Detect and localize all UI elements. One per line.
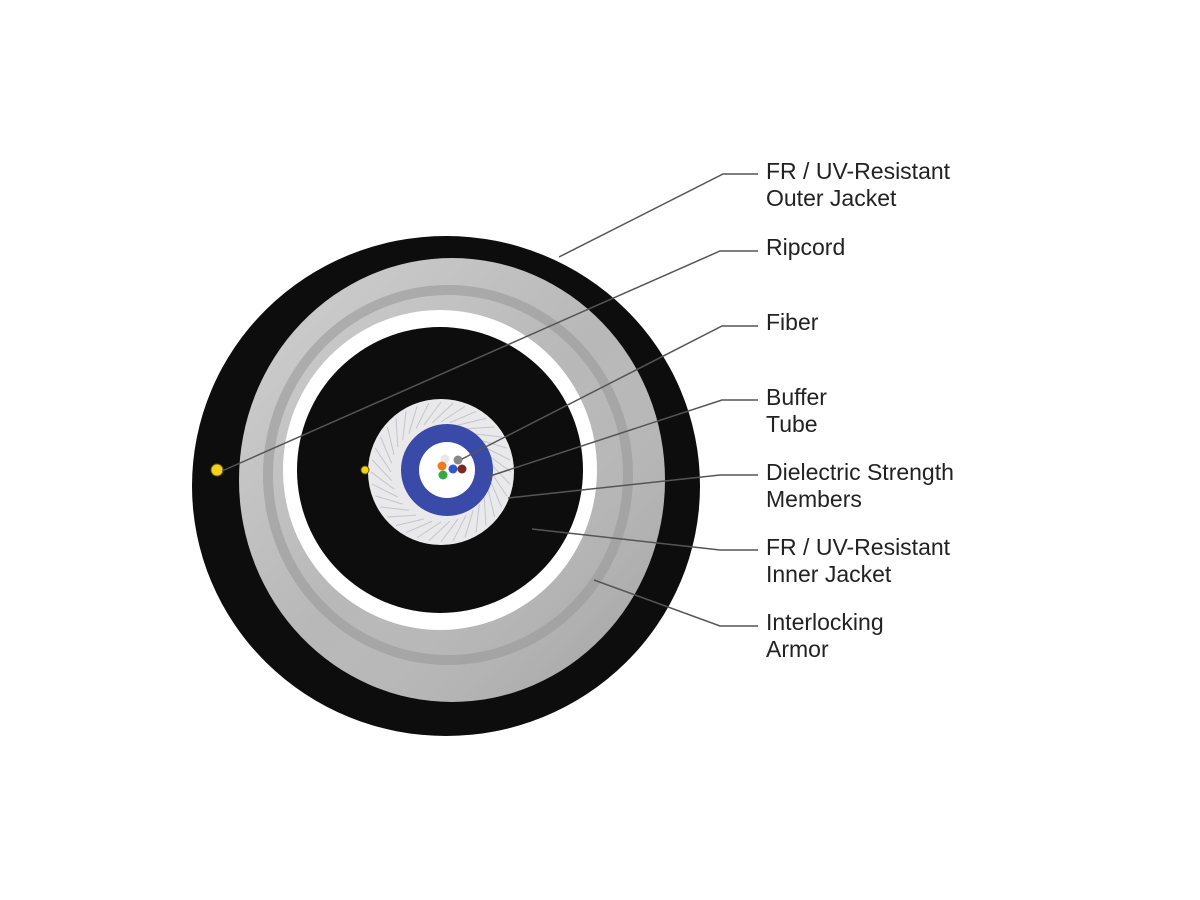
strength-strand bbox=[405, 520, 433, 534]
label-dielectric-strength-members: Dielectric Strength Members bbox=[766, 459, 954, 513]
strength-strand bbox=[371, 459, 393, 482]
strength-strand bbox=[395, 418, 399, 448]
strength-strand bbox=[490, 471, 508, 497]
label-interlocking-armor-line2: Armor bbox=[766, 636, 829, 662]
strength-strand bbox=[395, 518, 425, 527]
fiber-strand bbox=[448, 464, 458, 474]
label-fiber-line1: Fiber bbox=[766, 309, 819, 335]
strength-strand bbox=[440, 518, 459, 543]
fiber-strand bbox=[457, 464, 467, 474]
strength-strand bbox=[415, 402, 430, 429]
label-buffer-tube-line2: Tube bbox=[766, 411, 818, 437]
strength-strand bbox=[402, 411, 407, 440]
ripcord-inner-shape bbox=[360, 465, 370, 475]
strength-strand bbox=[374, 447, 392, 473]
strength-strand bbox=[465, 426, 495, 430]
label-inner-jacket-line1: FR / UV-Resistant bbox=[766, 534, 951, 560]
label-dielectric-strength-members-line2: Members bbox=[766, 486, 862, 512]
fiber-strand bbox=[438, 470, 448, 480]
fiber-strand bbox=[437, 461, 447, 471]
strength-strand bbox=[487, 488, 496, 518]
strength-strand bbox=[386, 426, 395, 456]
strength-strand bbox=[380, 506, 409, 511]
strength-member-strands bbox=[370, 401, 512, 543]
label-outer-jacket: FR / UV-Resistant Outer Jacket bbox=[766, 158, 950, 212]
strength-strand bbox=[371, 483, 398, 498]
strength-strand bbox=[379, 436, 393, 464]
leader-line-inner-jacket bbox=[531, 528, 758, 551]
leader-line-buffer-tube bbox=[486, 399, 758, 478]
strength-strand bbox=[423, 401, 442, 426]
strength-strand bbox=[440, 405, 466, 423]
fiber-strand bbox=[440, 454, 450, 464]
leader-line-dielectric-strength-members bbox=[507, 474, 758, 499]
strength-strand bbox=[452, 515, 467, 542]
label-inner-jacket-line2: Inner Jacket bbox=[766, 561, 892, 587]
leader-line-ripcord bbox=[221, 250, 758, 472]
label-outer-jacket-line1: FR / UV-Resistant bbox=[766, 158, 951, 184]
label-buffer-tube: Buffer Tube bbox=[766, 384, 827, 438]
ripcord-outer-shape bbox=[210, 463, 224, 477]
label-interlocking-armor-line1: Interlocking bbox=[766, 609, 884, 635]
strength-strand bbox=[484, 446, 511, 461]
strength-strand bbox=[428, 520, 451, 542]
strength-strand bbox=[449, 410, 477, 424]
strength-strand bbox=[431, 402, 454, 424]
fiber-bundle bbox=[437, 454, 467, 480]
label-buffer-tube-line1: Buffer bbox=[766, 384, 827, 410]
label-ripcord: Ripcord bbox=[766, 234, 845, 261]
strength-strand bbox=[489, 462, 511, 485]
strength-strand bbox=[408, 406, 418, 434]
strength-strand bbox=[479, 439, 507, 449]
strength-strand bbox=[457, 417, 487, 426]
label-interlocking-armor: Interlocking Armor bbox=[766, 609, 884, 663]
label-outer-jacket-line2: Outer Jacket bbox=[766, 185, 897, 211]
strength-strand bbox=[387, 514, 417, 518]
strength-strand bbox=[473, 433, 502, 438]
strength-strand bbox=[489, 480, 503, 508]
strength-strand bbox=[483, 496, 487, 526]
armor-inner-ring bbox=[263, 285, 633, 665]
label-ripcord-line1: Ripcord bbox=[766, 234, 846, 260]
buffer-tube-core bbox=[419, 442, 475, 498]
leader-line-outer-jacket bbox=[558, 173, 758, 258]
strength-strand bbox=[375, 495, 403, 505]
leader-line-interlocking-armor bbox=[593, 579, 758, 627]
strength-strand bbox=[370, 471, 395, 490]
strength-strand bbox=[464, 510, 474, 538]
leader-line-fiber bbox=[461, 325, 758, 460]
strength-strand bbox=[487, 454, 512, 473]
label-fiber: Fiber bbox=[766, 309, 818, 336]
strength-strand bbox=[416, 521, 442, 539]
label-inner-jacket: FR / UV-Resistant Inner Jacket bbox=[766, 534, 950, 588]
strength-strand bbox=[475, 504, 480, 533]
fiber-strand bbox=[453, 455, 463, 465]
label-dielectric-strength-members-line1: Dielectric Strength bbox=[766, 459, 954, 485]
